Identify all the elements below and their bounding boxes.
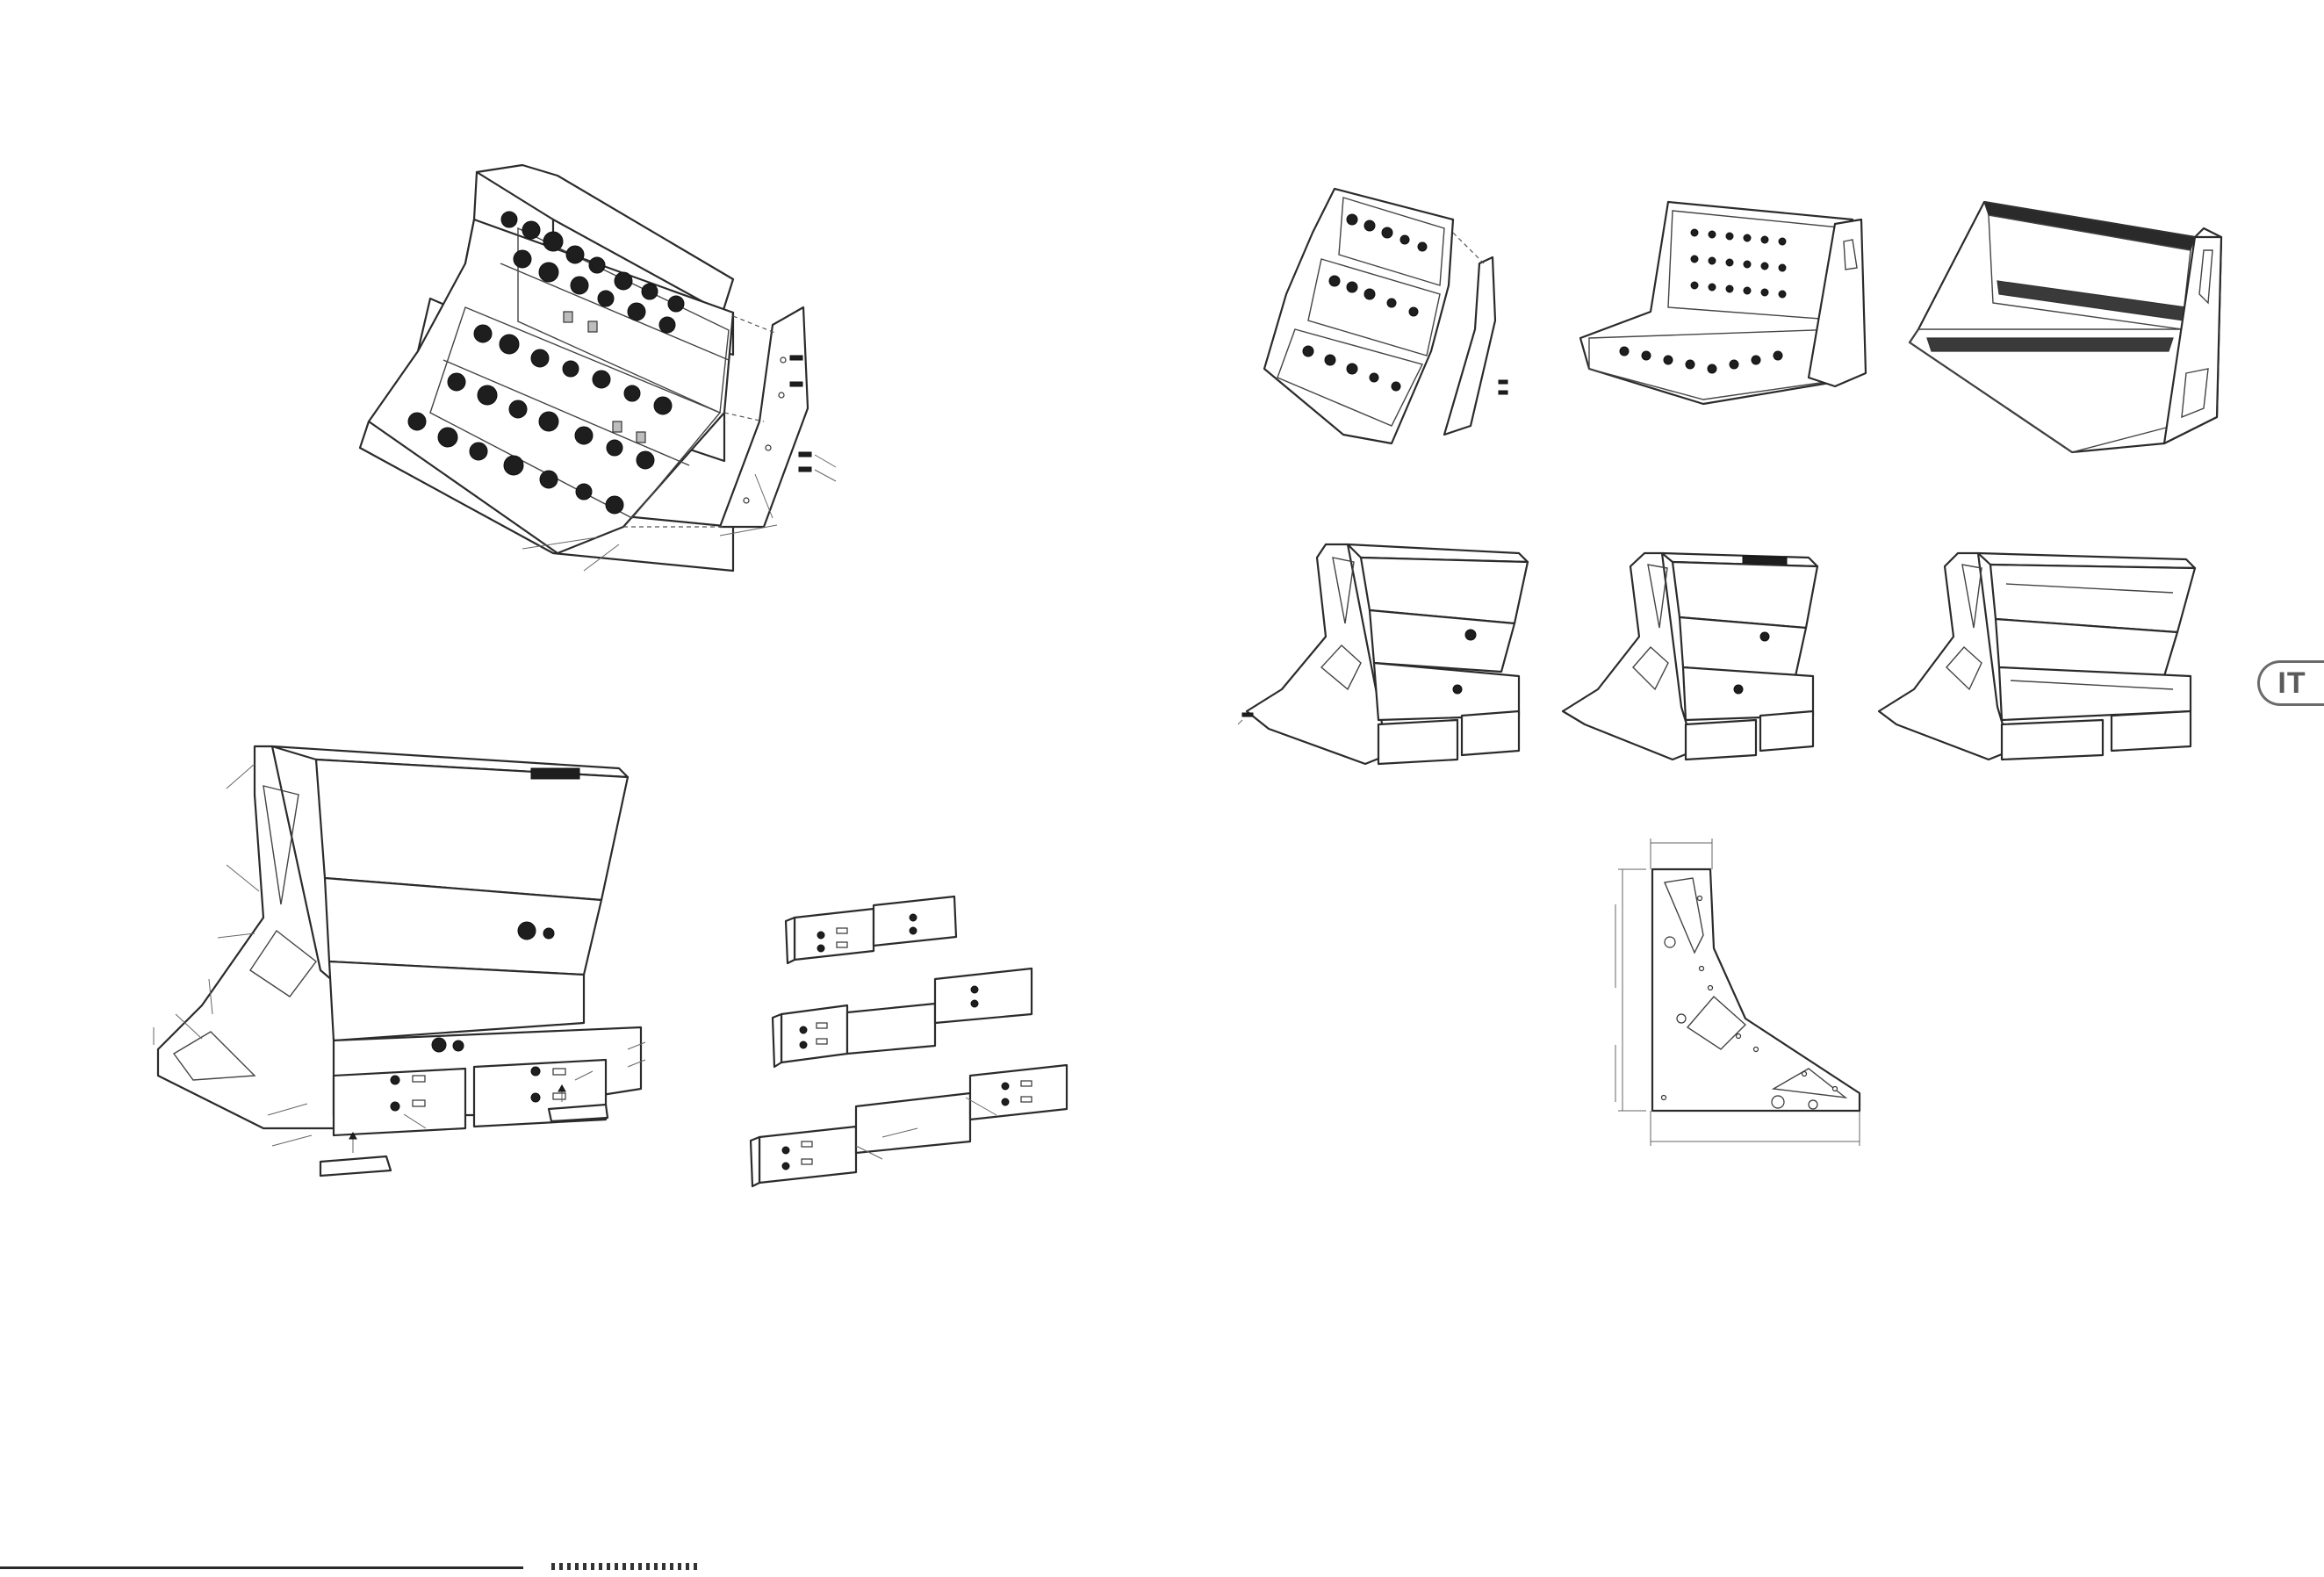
rail-extension-sets xyxy=(733,874,1084,1190)
language-tab[interactable]: IT xyxy=(2257,660,2324,706)
frame-2tier-side-b xyxy=(1558,549,1822,773)
synth-assembly-exploded xyxy=(334,158,852,667)
language-tab-label: IT xyxy=(2277,666,2306,701)
empty-3tier-case xyxy=(1901,198,2234,461)
assembled-synth-3tier-a xyxy=(1260,180,1523,479)
side-panel-dimensions xyxy=(1615,839,1870,1155)
rail-set-short xyxy=(786,897,956,963)
assembled-synth-grid xyxy=(1572,198,1870,417)
frame-2tier-side-c xyxy=(1874,549,2204,773)
rail-set-long xyxy=(751,1065,1067,1186)
frame-2tier-side-a xyxy=(1238,540,1528,777)
bottom-rule xyxy=(0,1566,523,1569)
rack-frame-assembly xyxy=(149,742,658,1199)
rail-set-medium xyxy=(773,969,1032,1067)
print-marks xyxy=(551,1563,701,1570)
